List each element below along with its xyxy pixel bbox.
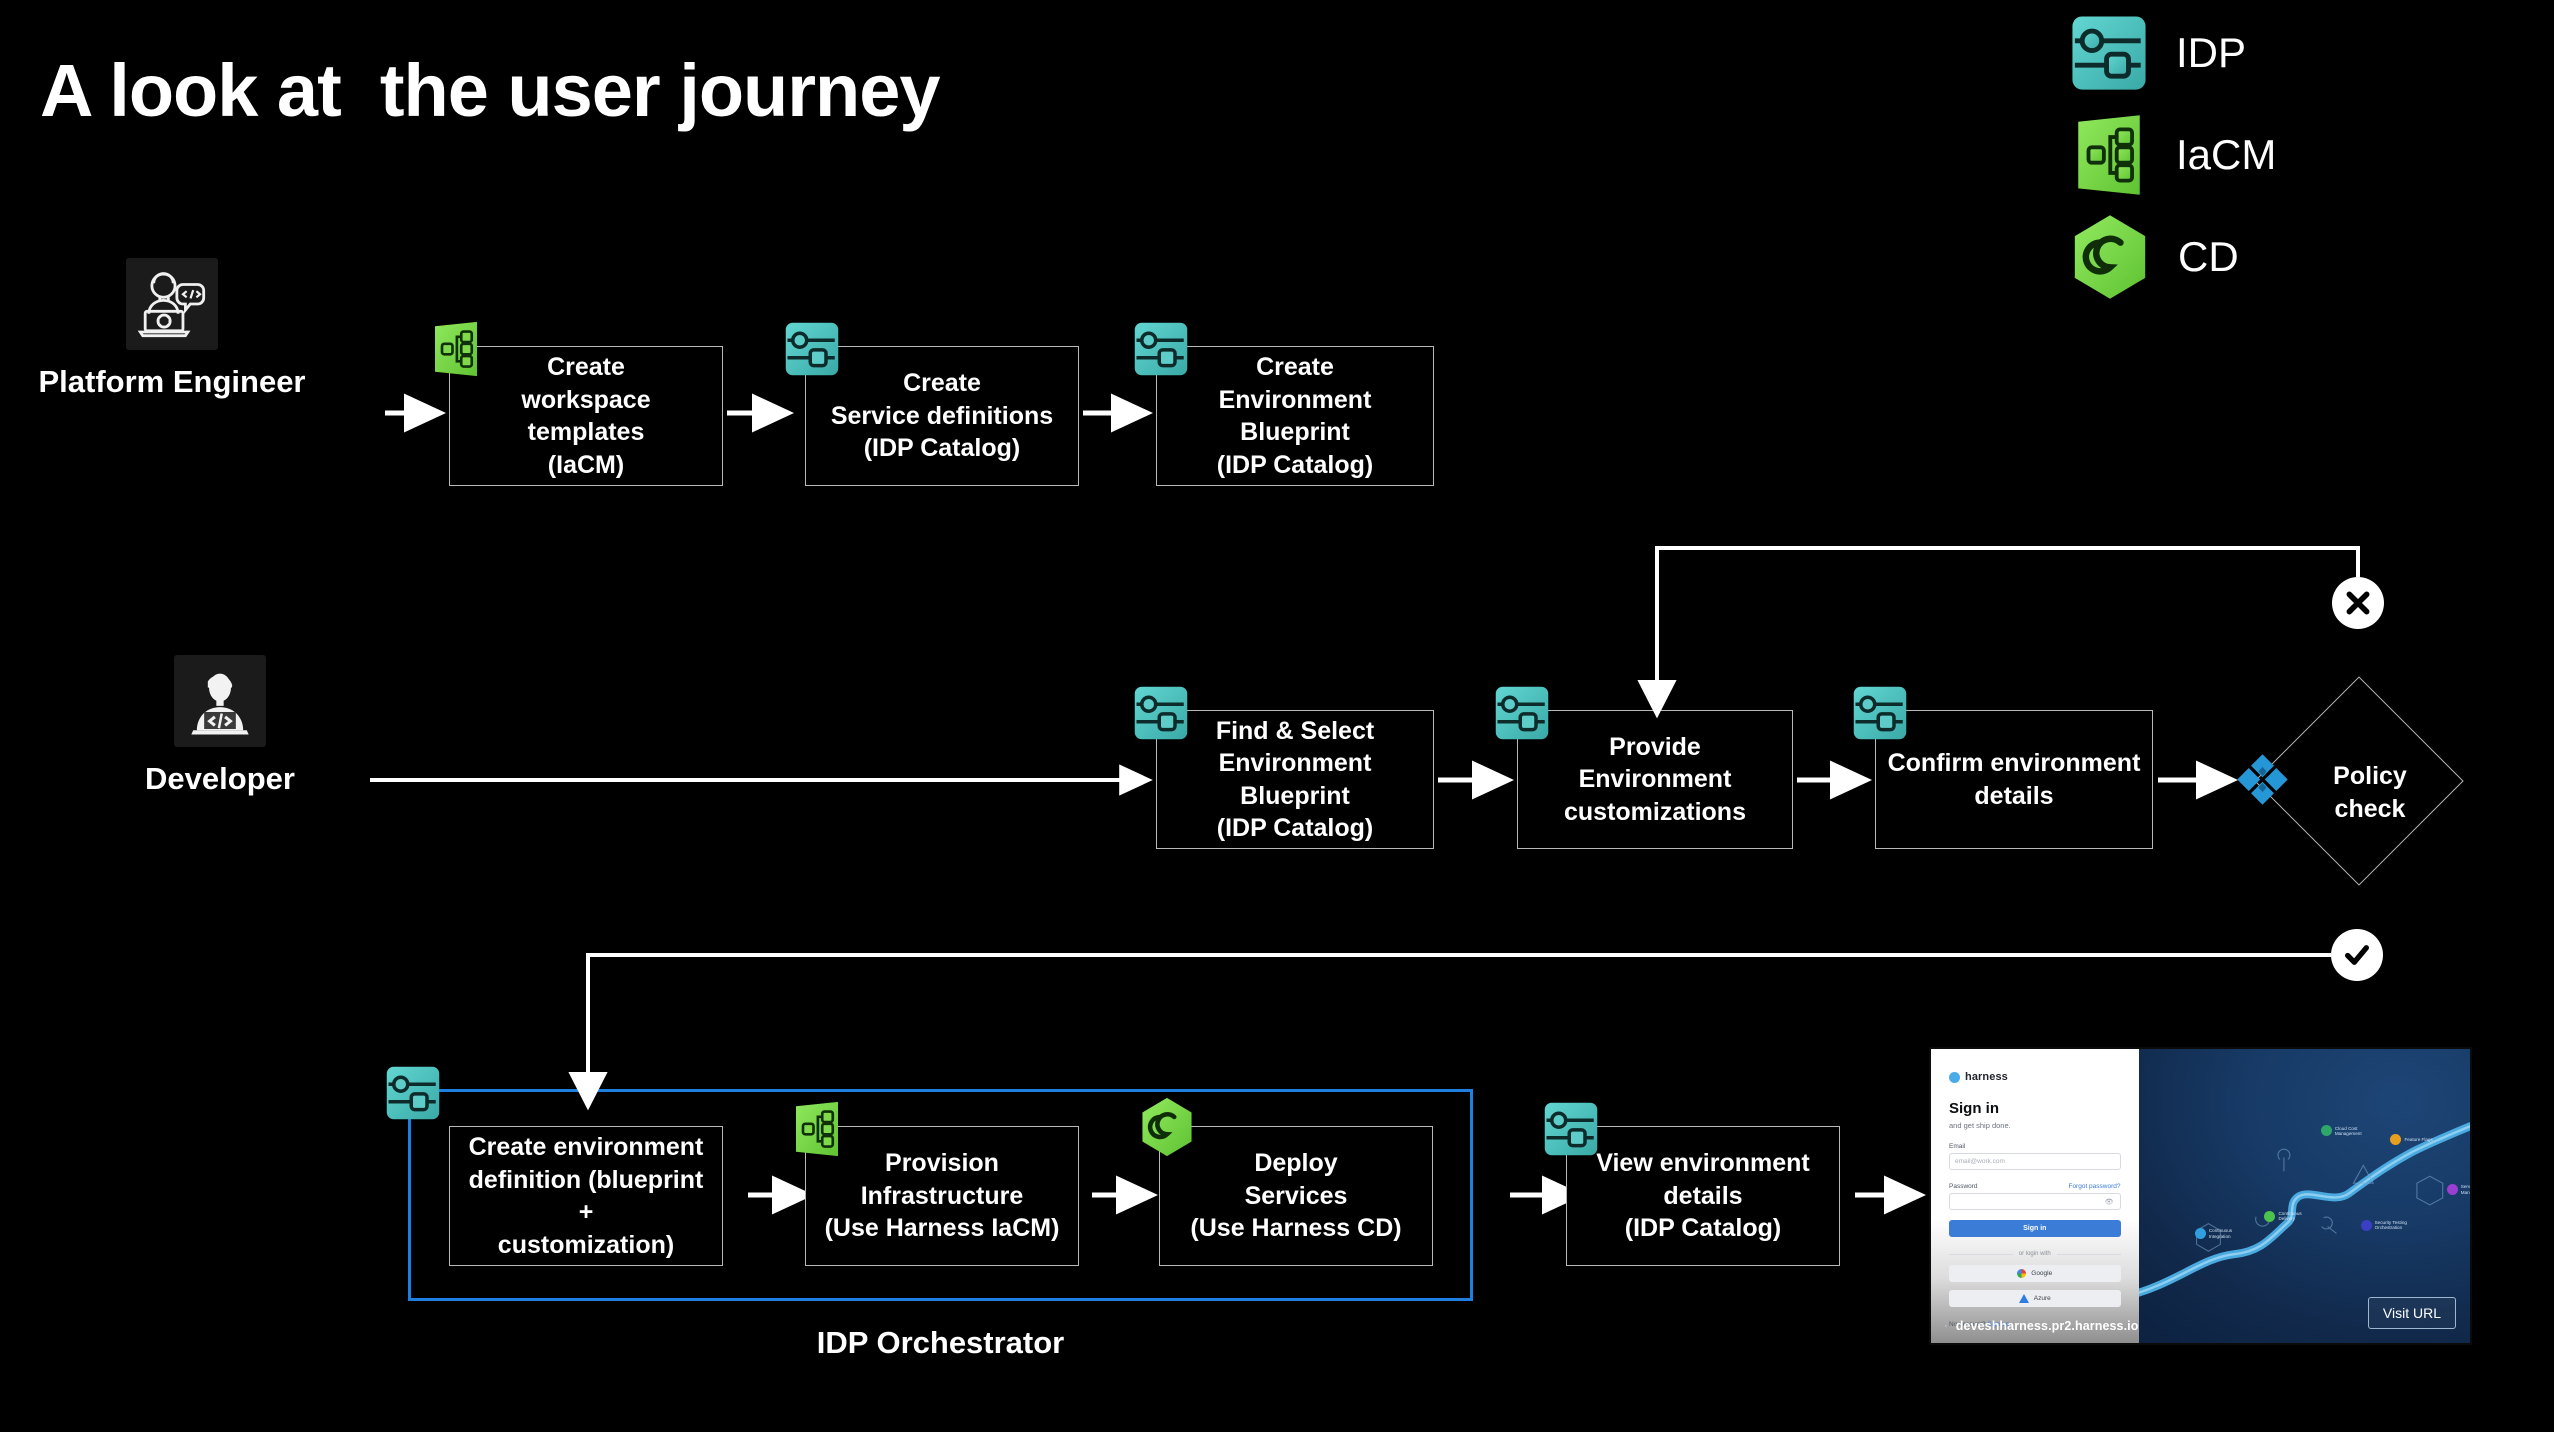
email-field[interactable]: email@work.com bbox=[1949, 1153, 2121, 1170]
harness-logo-mark bbox=[1949, 1071, 1960, 1083]
cd-icon bbox=[2070, 214, 2150, 300]
idp-orchestrator-label: IDP Orchestrator bbox=[816, 1325, 1065, 1360]
legend-item-cd: CD bbox=[2070, 215, 2276, 299]
preview-illustration-panel: Continuous Integration Continuous Delive… bbox=[2138, 1049, 2470, 1343]
signin-subtitle: and get ship done. bbox=[1949, 1121, 2011, 1130]
preview-url-text: deveshharness.pr2.harness.io bbox=[1955, 1319, 2139, 1333]
module-dot bbox=[2264, 1210, 2276, 1222]
divider-line-left bbox=[1949, 1253, 2013, 1255]
step-provision-infrastructure[interactable]: Provision Infrastructure (Use Harness Ia… bbox=[805, 1126, 1079, 1266]
module-label: Continuous Integration bbox=[2208, 1228, 2233, 1239]
divider-text: or login with bbox=[2018, 1251, 2051, 1257]
module-label: Security Testing Orchestration bbox=[2374, 1219, 2407, 1231]
eye-icon[interactable]: 👁 bbox=[2104, 1198, 2114, 1206]
idp-icon bbox=[1852, 685, 1908, 741]
signup-link[interactable]: Sign up bbox=[1987, 1321, 2010, 1328]
harness-signin-preview[interactable]: harness Sign in and get ship done. Email… bbox=[1929, 1047, 2472, 1345]
google-icon bbox=[2017, 1269, 2027, 1278]
iacm-icon bbox=[428, 321, 484, 377]
step-create-workspace-templates[interactable]: Create workspace templates (IaCM) bbox=[449, 346, 723, 486]
oauth-divider: or login with bbox=[1949, 1251, 2121, 1257]
page-title: A look at the user journey bbox=[40, 49, 941, 132]
idp-icon bbox=[784, 321, 840, 377]
idp-icon bbox=[2070, 14, 2148, 92]
azure-icon bbox=[2018, 1294, 2029, 1303]
module-label: Continuous Delivery bbox=[2278, 1210, 2302, 1222]
cd-icon bbox=[1139, 1097, 1195, 1157]
module-dot bbox=[2360, 1219, 2372, 1231]
legend-item-idp: IDP bbox=[2070, 14, 2276, 92]
legend-label-idp: IDP bbox=[2176, 29, 2247, 76]
policy-check-icon bbox=[2235, 752, 2290, 812]
idp-icon bbox=[385, 1065, 441, 1121]
module-label: Feature Flags bbox=[2404, 1137, 2433, 1143]
password-field[interactable]: 👁 bbox=[1949, 1193, 2121, 1210]
preview-signin-panel: harness Sign in and get ship done. Email… bbox=[1931, 1049, 2139, 1343]
google-label: Google bbox=[2031, 1270, 2053, 1277]
signin-title: Sign in bbox=[1949, 1100, 1999, 1117]
module-dot bbox=[2194, 1228, 2206, 1240]
module-dot bbox=[2390, 1134, 2402, 1146]
step-view-environment-details[interactable]: View environment details (IDP Catalog) bbox=[1566, 1126, 1840, 1266]
no-account-label: No account? bbox=[1949, 1321, 1986, 1328]
step-find-select-environment-blueprint[interactable]: Find & Select Environment Blueprint (IDP… bbox=[1156, 710, 1434, 849]
step-create-service-definitions[interactable]: Create Service definitions (IDP Catalog) bbox=[805, 346, 1079, 486]
module-feature-flags: Feature Flags bbox=[2390, 1134, 2433, 1146]
idp-icon bbox=[1133, 685, 1189, 741]
idp-icon bbox=[1133, 321, 1189, 377]
module-dot bbox=[2446, 1184, 2458, 1196]
email-placeholder: email@work.com bbox=[1955, 1158, 2005, 1165]
forgot-password-link[interactable]: Forgot password? bbox=[2068, 1183, 2121, 1190]
step-create-environment-definition[interactable]: Create environment definition (blueprint… bbox=[449, 1126, 723, 1266]
product-legend: IDP IaCM bbox=[2070, 14, 2277, 299]
harness-logo-text: harness bbox=[1965, 1071, 2008, 1083]
platform-engineer-avatar-icon bbox=[126, 258, 218, 350]
module-continuous-integration: Continuous Integration bbox=[2194, 1228, 2233, 1240]
module-service-reliability-management: Service Reliability Management bbox=[2446, 1184, 2470, 1196]
module-label: Cloud Cost Management bbox=[2334, 1125, 2362, 1136]
no-account-text: No account? Sign up bbox=[1949, 1321, 2121, 1328]
step-deploy-services[interactable]: Deploy Services (Use Harness CD) bbox=[1159, 1126, 1433, 1266]
module-cloud-cost-management: Cloud Cost Management bbox=[2320, 1125, 2362, 1137]
azure-label: Azure bbox=[2033, 1295, 2051, 1302]
persona-label-platform-engineer: Platform Engineer bbox=[38, 364, 306, 399]
persona-label-developer: Developer bbox=[145, 761, 295, 796]
step-create-environment-blueprint[interactable]: Create Environment Blueprint (IDP Catalo… bbox=[1156, 346, 1434, 486]
module-continuous-delivery: Continuous Delivery bbox=[2264, 1210, 2302, 1222]
legend-item-iacm: IaCM bbox=[2070, 114, 2277, 196]
harness-logo: harness bbox=[1949, 1071, 2121, 1083]
signin-button[interactable]: Sign in bbox=[1949, 1220, 2121, 1237]
divider-line-right bbox=[2056, 1253, 2121, 1255]
idp-icon bbox=[1543, 1101, 1599, 1157]
legend-label-iacm: IaCM bbox=[2176, 131, 2277, 178]
azure-signin-button[interactable]: Azure bbox=[1949, 1290, 2121, 1307]
module-dot bbox=[2320, 1125, 2332, 1137]
step-confirm-environment-details[interactable]: Confirm environment details bbox=[1875, 710, 2153, 849]
globe-icon bbox=[1945, 1325, 1947, 1327]
close-circle-icon bbox=[2332, 577, 2384, 629]
email-label: Email bbox=[1949, 1143, 1966, 1150]
legend-label-cd: CD bbox=[2178, 233, 2239, 280]
decision-label: Policy check bbox=[2333, 762, 2407, 823]
preview-url-bar: deveshharness.pr2.harness.io bbox=[1931, 1309, 2139, 1343]
visit-url-button[interactable]: Visit URL bbox=[2367, 1297, 2456, 1329]
module-label: Service Reliability Management bbox=[2460, 1184, 2470, 1195]
developer-avatar-icon bbox=[174, 655, 266, 747]
persona-platform-engineer: Platform Engineer bbox=[39, 258, 306, 400]
step-provide-environment-customizations[interactable]: Provide Environment customizations bbox=[1517, 710, 1793, 849]
idp-icon bbox=[1494, 685, 1550, 741]
check-circle-icon bbox=[2331, 929, 2383, 981]
persona-developer: Developer bbox=[130, 655, 310, 797]
google-signin-button[interactable]: Google bbox=[1949, 1265, 2121, 1282]
iacm-icon bbox=[2070, 114, 2148, 196]
iacm-icon bbox=[789, 1101, 845, 1157]
password-label: Password bbox=[1949, 1183, 1978, 1190]
module-security-testing-orchestration: Security Testing Orchestration bbox=[2360, 1219, 2407, 1231]
